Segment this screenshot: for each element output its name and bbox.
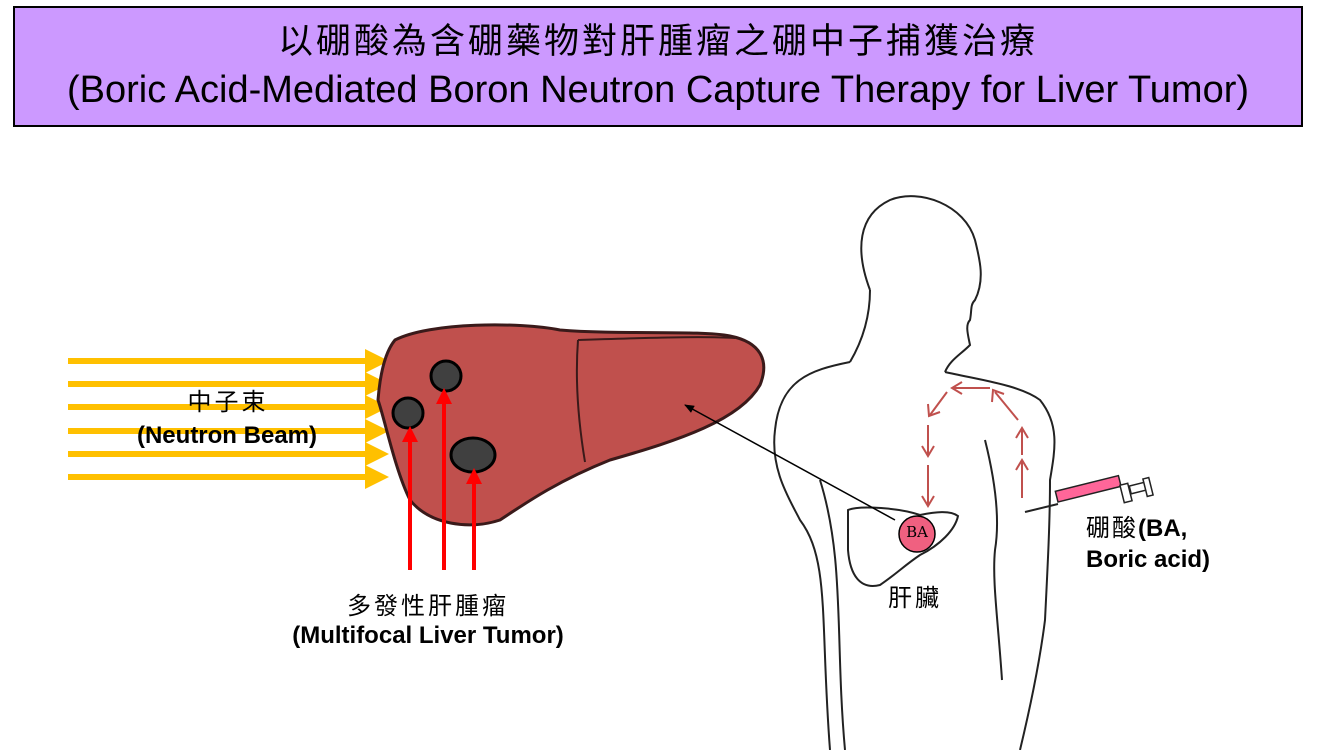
tumor-nodule <box>429 359 463 393</box>
neutron-beam-arrows <box>68 349 389 489</box>
boric-acid-label-en1: (BA, <box>1138 515 1188 542</box>
torso-side <box>819 479 846 750</box>
neutron-beam-label-zh: 中子束 <box>187 388 269 416</box>
arm-inner <box>984 439 1003 681</box>
neutron-beam-label-en: (Neutron Beam) <box>136 422 317 449</box>
tumor-label-zh: 多發性肝腫瘤 <box>347 592 509 620</box>
liver-lobe-line <box>577 336 736 341</box>
title-english: (Boric Acid-Mediated Boron Neutron Captu… <box>66 68 1250 111</box>
boric-acid-label-zh: 硼酸 <box>1086 514 1138 542</box>
shoulder-outline <box>944 371 1056 750</box>
tumor-label-en: (Multifocal Liver Tumor) <box>292 622 564 649</box>
tumor-nodule <box>449 436 497 474</box>
title-chinese: 以硼酸為含硼藥物對肝腫瘤之硼中子捕獲治療 <box>277 21 1038 62</box>
torso-outline <box>773 361 851 750</box>
ba-badge <box>898 515 936 553</box>
title-box: 以硼酸為含硼藥物對肝腫瘤之硼中子捕獲治療 (Boric Acid-Mediate… <box>13 6 1303 127</box>
liver-pointer-arrow <box>684 404 896 521</box>
circulation-arrows <box>921 381 1029 508</box>
syringe-icon <box>1024 474 1154 513</box>
liver-shape <box>376 323 766 527</box>
boric-acid-label-en2: Boric acid) <box>1086 546 1211 573</box>
tumor-nodule <box>391 396 425 430</box>
liver-large <box>376 323 766 527</box>
small-liver <box>847 506 960 587</box>
boric-acid-label-line1: 硼酸(BA, <box>1086 508 1187 543</box>
neck-outline <box>849 289 871 363</box>
human-body-outline <box>773 195 1056 750</box>
tumor-pointer-arrows <box>402 388 482 570</box>
liver-lobe-line <box>575 339 586 463</box>
liver-label-zh: 肝臟 <box>888 584 942 612</box>
head-outline <box>860 195 982 373</box>
ba-badge-label: BA <box>906 523 928 541</box>
